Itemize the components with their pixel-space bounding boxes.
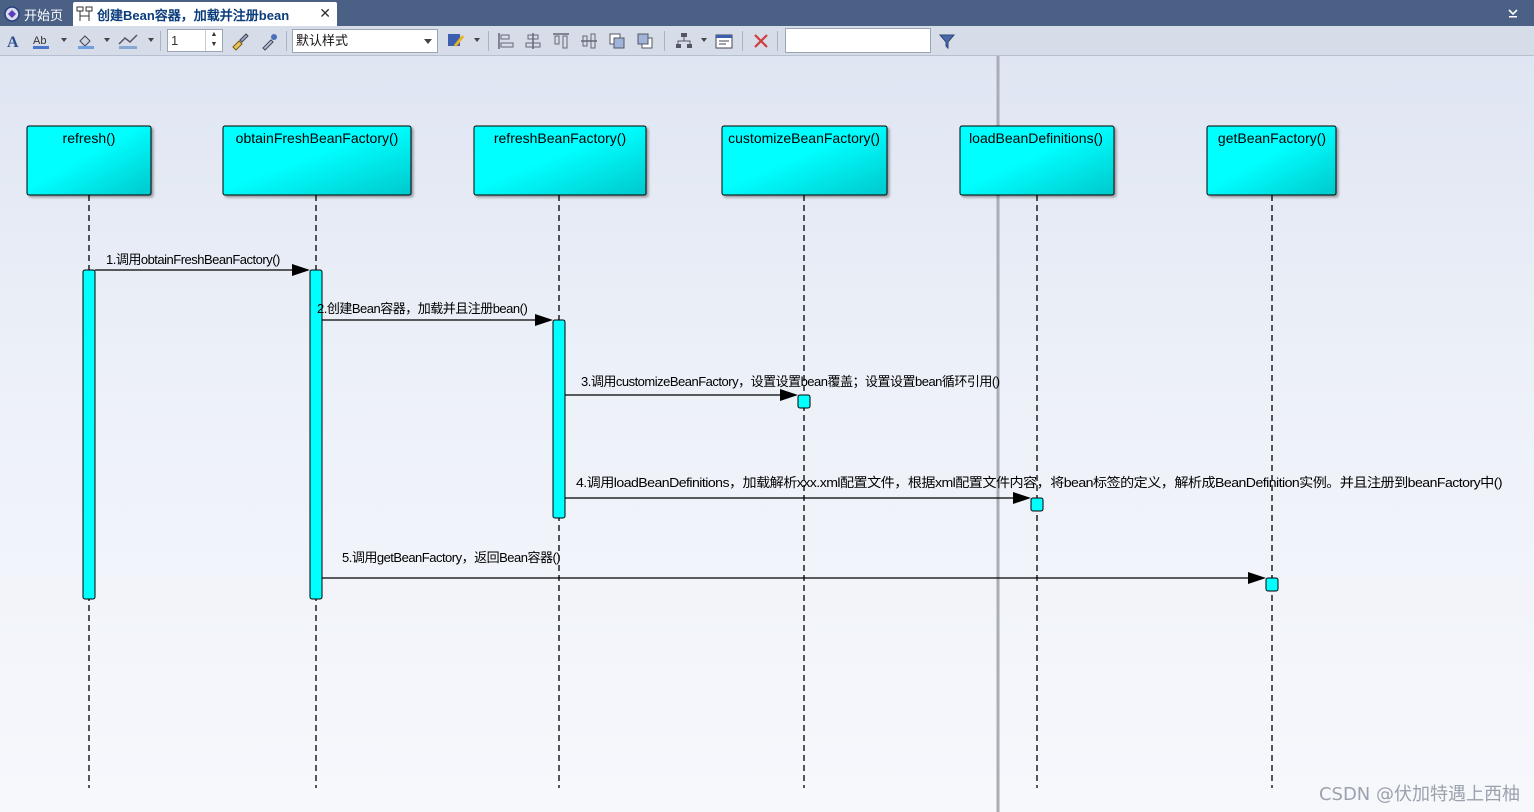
diagram-canvas[interactable]: refresh() obtainFreshBeanFactory() refre… bbox=[0, 56, 1534, 812]
message-4[interactable]: 4.调用loadBeanDefinitions，加载解析xxx.xml配置文件，… bbox=[565, 475, 1503, 504]
tab-sequence-diagram[interactable]: 创建Bean容器，加载并注册bean ✕ bbox=[73, 2, 337, 26]
toolbar-separator bbox=[742, 31, 743, 51]
toolbar-separator bbox=[664, 31, 665, 51]
line-color-icon[interactable] bbox=[117, 30, 139, 52]
align-left-icon[interactable] bbox=[495, 30, 517, 52]
tab-start-page[interactable]: 开始页 bbox=[0, 2, 72, 26]
sequence-diagram[interactable]: refresh() obtainFreshBeanFactory() refre… bbox=[0, 56, 1534, 812]
lifeline-head[interactable] bbox=[26, 125, 152, 196]
tab-start-label: 开始页 bbox=[24, 7, 64, 23]
lifeline-head[interactable] bbox=[959, 125, 1115, 196]
lifeline-label: getBeanFactory() bbox=[1218, 130, 1326, 146]
style-apply-dropdown[interactable] bbox=[474, 38, 480, 42]
activation-bar-customizebeanfactory[interactable] bbox=[797, 394, 811, 409]
watermark: CSDN @伏加特遇上西柚 bbox=[1318, 784, 1520, 805]
toolbar-separator bbox=[286, 31, 287, 51]
message-3[interactable]: 3.调用customizeBeanFactory，设置设置bean覆盖；设置设置… bbox=[565, 374, 1000, 401]
start-page-icon bbox=[3, 5, 21, 23]
lifeline-head[interactable] bbox=[721, 125, 888, 196]
properties-icon[interactable] bbox=[713, 30, 735, 52]
style-apply-icon[interactable] bbox=[445, 30, 467, 52]
arrowhead-icon bbox=[292, 264, 310, 276]
delete-icon[interactable] bbox=[750, 30, 772, 52]
chevron-down-icon bbox=[424, 39, 432, 44]
lifeline-label: customizeBeanFactory() bbox=[728, 130, 880, 146]
lifeline-head[interactable] bbox=[473, 125, 647, 196]
window-menu-icon[interactable] bbox=[1506, 6, 1520, 20]
tab-active-label: 创建Bean容器，加载并注册bean bbox=[97, 7, 290, 23]
toolbar-separator bbox=[488, 31, 489, 51]
fill-color-icon[interactable] bbox=[75, 30, 97, 52]
message-5[interactable]: 5.调用getBeanFactory，返回Bean容器() bbox=[322, 550, 1266, 584]
toolbar-separator bbox=[160, 31, 161, 51]
lifeline-customizebeanfactory[interactable]: customizeBeanFactory() bbox=[721, 125, 888, 788]
activation-bar-refresh[interactable] bbox=[82, 269, 96, 600]
send-back-icon[interactable] bbox=[634, 30, 656, 52]
lifeline-label: refresh() bbox=[63, 130, 116, 146]
style-select-value: 默认样式 bbox=[296, 33, 349, 48]
svg-text:A: A bbox=[7, 34, 19, 50]
arrowhead-icon bbox=[1013, 492, 1031, 504]
format-painter-icon[interactable] bbox=[229, 30, 251, 52]
search-input[interactable] bbox=[785, 28, 931, 53]
stepper-arrows[interactable]: ▲ ▼ bbox=[205, 30, 222, 51]
font-size-value: 1 bbox=[171, 33, 179, 48]
message-label: 2.创建Bean容器，加载并且注册bean() bbox=[317, 301, 527, 316]
align-middle-icon[interactable] bbox=[578, 30, 600, 52]
text-color-icon[interactable]: Ab bbox=[30, 30, 52, 52]
lifeline-obtainfreshbeanfactory[interactable]: obtainFreshBeanFactory() bbox=[222, 125, 412, 788]
font-icon[interactable]: A bbox=[2, 30, 24, 52]
layout-dropdown[interactable] bbox=[701, 38, 707, 42]
document-tab-bar: 开始页 创建Bean容器，加载并注册bean ✕ bbox=[0, 0, 1534, 26]
activation-bar-refreshbeanfactory[interactable] bbox=[552, 319, 566, 519]
lifeline-getbeanfactory[interactable]: getBeanFactory() bbox=[1206, 125, 1337, 788]
style-select[interactable]: 默认样式 bbox=[292, 29, 438, 53]
sequence-diagram-icon bbox=[76, 5, 94, 23]
lifeline-label: obtainFreshBeanFactory() bbox=[236, 130, 399, 146]
message-label: 4.调用loadBeanDefinitions，加载解析xxx.xml配置文件，… bbox=[576, 475, 1502, 490]
font-size-stepper[interactable]: 1 ▲ ▼ bbox=[167, 29, 223, 52]
lifeline-label: refreshBeanFactory() bbox=[494, 130, 626, 146]
lifeline-refreshbeanfactory[interactable]: refreshBeanFactory() bbox=[473, 125, 647, 788]
arrowhead-icon bbox=[780, 389, 798, 401]
bring-front-icon[interactable] bbox=[606, 30, 628, 52]
arrowhead-icon bbox=[535, 314, 553, 326]
text-color-dropdown[interactable] bbox=[61, 38, 67, 42]
lifeline-head[interactable] bbox=[1206, 125, 1337, 196]
diagram-toolbar: A Ab 1 ▲ ▼ 默认样式 bbox=[0, 26, 1534, 56]
close-tab-icon[interactable]: ✕ bbox=[319, 5, 331, 21]
toolbar-separator bbox=[777, 31, 778, 51]
fill-color-dropdown[interactable] bbox=[104, 38, 110, 42]
lifeline-refresh[interactable]: refresh() bbox=[26, 125, 152, 788]
message-2[interactable]: 2.创建Bean容器，加载并且注册bean() bbox=[317, 301, 553, 326]
message-label: 5.调用getBeanFactory，返回Bean容器() bbox=[342, 550, 560, 565]
activation-bar-loadbeandefinitions[interactable] bbox=[1030, 497, 1044, 512]
align-top-icon[interactable] bbox=[550, 30, 572, 52]
chevron-down-icon[interactable]: ▼ bbox=[210, 41, 218, 48]
activation-bar-getbeanfactory[interactable] bbox=[1265, 577, 1279, 592]
line-color-dropdown[interactable] bbox=[148, 38, 154, 42]
layout-icon[interactable] bbox=[673, 30, 695, 52]
eyedropper-icon[interactable] bbox=[258, 30, 280, 52]
lifeline-loadbeandefinitions[interactable]: loadBeanDefinitions() bbox=[959, 125, 1115, 788]
activation-bar-obtainfreshbeanfactory[interactable] bbox=[309, 269, 323, 600]
lifeline-head[interactable] bbox=[222, 125, 412, 196]
arrowhead-icon bbox=[1248, 572, 1266, 584]
message-label: 3.调用customizeBeanFactory，设置设置bean覆盖；设置设置… bbox=[581, 374, 1000, 390]
message-1[interactable]: 1.调用obtainFreshBeanFactory() bbox=[95, 252, 310, 276]
message-label: 1.调用obtainFreshBeanFactory() bbox=[106, 252, 280, 267]
align-center-icon[interactable] bbox=[522, 30, 544, 52]
lifeline-label: loadBeanDefinitions() bbox=[969, 130, 1103, 146]
svg-text:Ab: Ab bbox=[33, 35, 46, 47]
filter-icon[interactable] bbox=[936, 30, 958, 52]
chevron-up-icon[interactable]: ▲ bbox=[210, 31, 218, 38]
